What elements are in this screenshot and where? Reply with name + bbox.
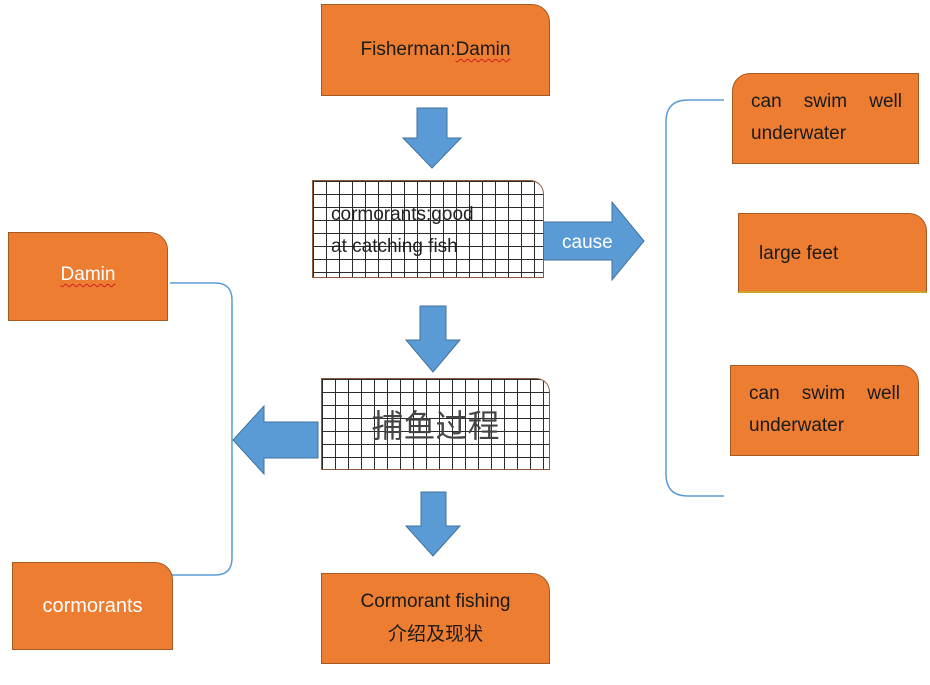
fisherman-box: Fisherman:Damin <box>321 4 550 96</box>
large-feet-label: large feet <box>759 243 839 264</box>
cormorants-good-line1: cormorants:good <box>331 204 474 225</box>
swim-box-2-line2: underwater <box>749 415 845 437</box>
cause-arrow-label: cause <box>562 228 622 258</box>
swim-box-1-line2: underwater <box>751 123 847 145</box>
swim-box-2: can swim well underwater <box>730 365 919 456</box>
cormorant-fishing-line2: 介绍及现状 <box>387 623 483 645</box>
right-bracket <box>665 99 724 497</box>
damin-box: Damin <box>8 232 168 321</box>
cause-arrow <box>542 200 645 282</box>
down-arrow-3 <box>404 491 462 557</box>
cormorants-box: cormorants <box>12 562 173 650</box>
swim-box-2-line1: can swim well <box>749 383 900 404</box>
cormorant-fishing-line1: Cormorant fishing <box>360 591 511 613</box>
cause-label: cause <box>562 232 613 253</box>
swim-box-1-line1: can swim well <box>751 91 902 112</box>
down-arrow-1 <box>401 107 463 169</box>
cormorants-good-box: cormorants:good at catching fish <box>312 180 544 278</box>
left-bracket <box>170 282 233 576</box>
cormorants-label: cormorants <box>42 595 143 617</box>
fisherman-prefix: Fisherman: <box>360 38 456 60</box>
large-feet-box: large feet <box>738 213 927 293</box>
cormorants-good-line2: at catching fish <box>331 236 458 257</box>
left-arrow <box>232 404 319 476</box>
damin-label: Damin <box>60 264 116 285</box>
fisherman-name: Damin <box>455 38 511 60</box>
swim-box-1: can swim well underwater <box>732 73 919 164</box>
process-label: 捕鱼过程 <box>371 408 500 444</box>
cormorant-fishing-box: Cormorant fishing 介绍及现状 <box>321 573 550 664</box>
process-box: 捕鱼过程 <box>321 378 550 470</box>
down-arrow-2 <box>404 305 462 373</box>
